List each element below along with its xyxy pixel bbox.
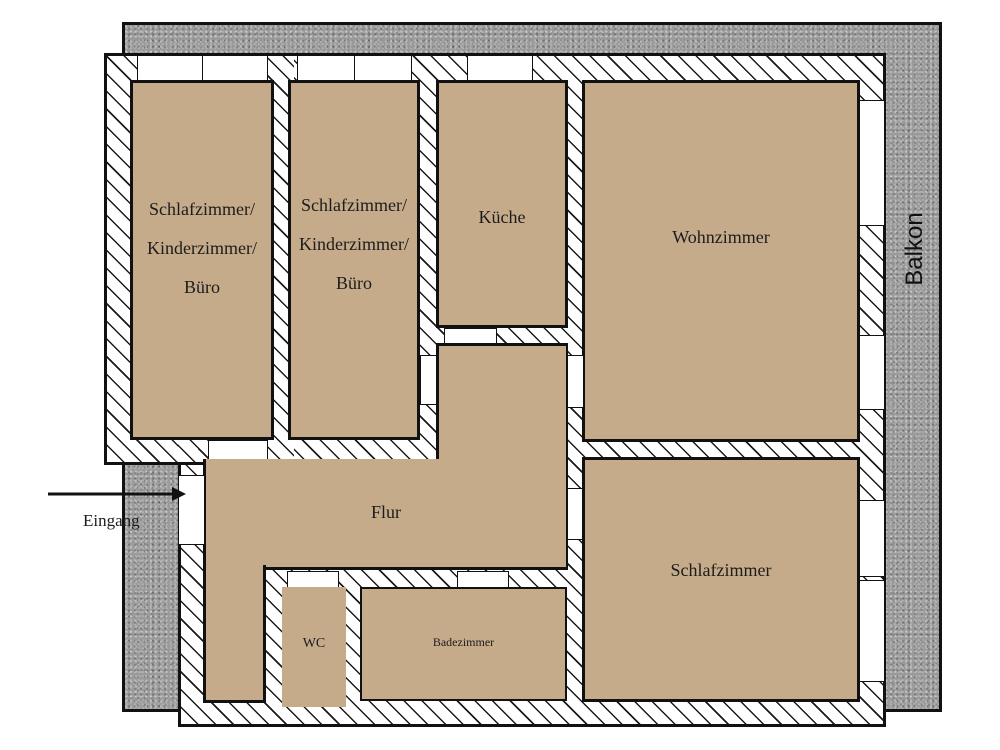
window-top-kitchen [467,55,533,82]
window-top-1a [137,55,203,82]
door-bathroom[interactable] [457,571,509,588]
room-label-bathroom: Badezimmer [432,635,495,649]
room-label-bedroom: Schlafzimmer [670,560,772,580]
label-line: Büro [336,273,372,293]
window-top-1b [202,55,268,82]
room-hallway[interactable]: Flur [203,459,568,570]
window-right-4 [858,580,885,682]
label-line: Kinderzimmer/ [147,238,257,258]
label-line: Kinderzimmer/ [299,234,409,254]
entrance-label: Eingang [83,511,140,530]
room-label-bedroom-1: Schlafzimmer/ Kinderzimmer/ Büro [133,190,271,307]
room-label-living: Wohnzimmer [672,227,770,247]
label-line: Büro [184,277,220,297]
window-right-1 [858,100,885,226]
balcony-label: Balkon [901,212,928,286]
room-living[interactable]: Wohnzimmer [582,80,860,442]
door-bedroom-1[interactable] [208,440,268,460]
room-label-bedroom-2: Schlafzimmer/ Kinderzimmer/ Büro [291,186,417,303]
room-label-wc: WC [302,636,326,651]
room-wc[interactable]: WC [282,587,346,707]
window-right-2 [858,335,885,410]
window-top-2a [297,55,355,82]
room-bedroom[interactable]: Schlafzimmer [582,457,860,702]
room-bedroom-2[interactable]: Schlafzimmer/ Kinderzimmer/ Büro [288,80,420,440]
door-wc[interactable] [287,571,339,588]
room-bathroom[interactable]: Badezimmer [360,587,567,701]
entrance-door[interactable] [178,475,204,545]
room-bedroom-1[interactable]: Schlafzimmer/ Kinderzimmer/ Büro [130,80,274,440]
entrance-arrow-icon [48,486,188,502]
window-right-3 [858,500,885,577]
label-line: Schlafzimmer/ [301,195,407,215]
room-kitchen[interactable]: Küche [436,80,568,328]
door-living[interactable] [567,355,584,408]
room-hallway-upper[interactable] [436,343,568,465]
room-hallway-lower[interactable] [203,565,266,703]
room-label-kitchen: Küche [478,207,526,227]
window-top-2b [354,55,412,82]
room-label-hallway: Flur [370,502,401,522]
label-line: Schlafzimmer/ [149,199,255,219]
